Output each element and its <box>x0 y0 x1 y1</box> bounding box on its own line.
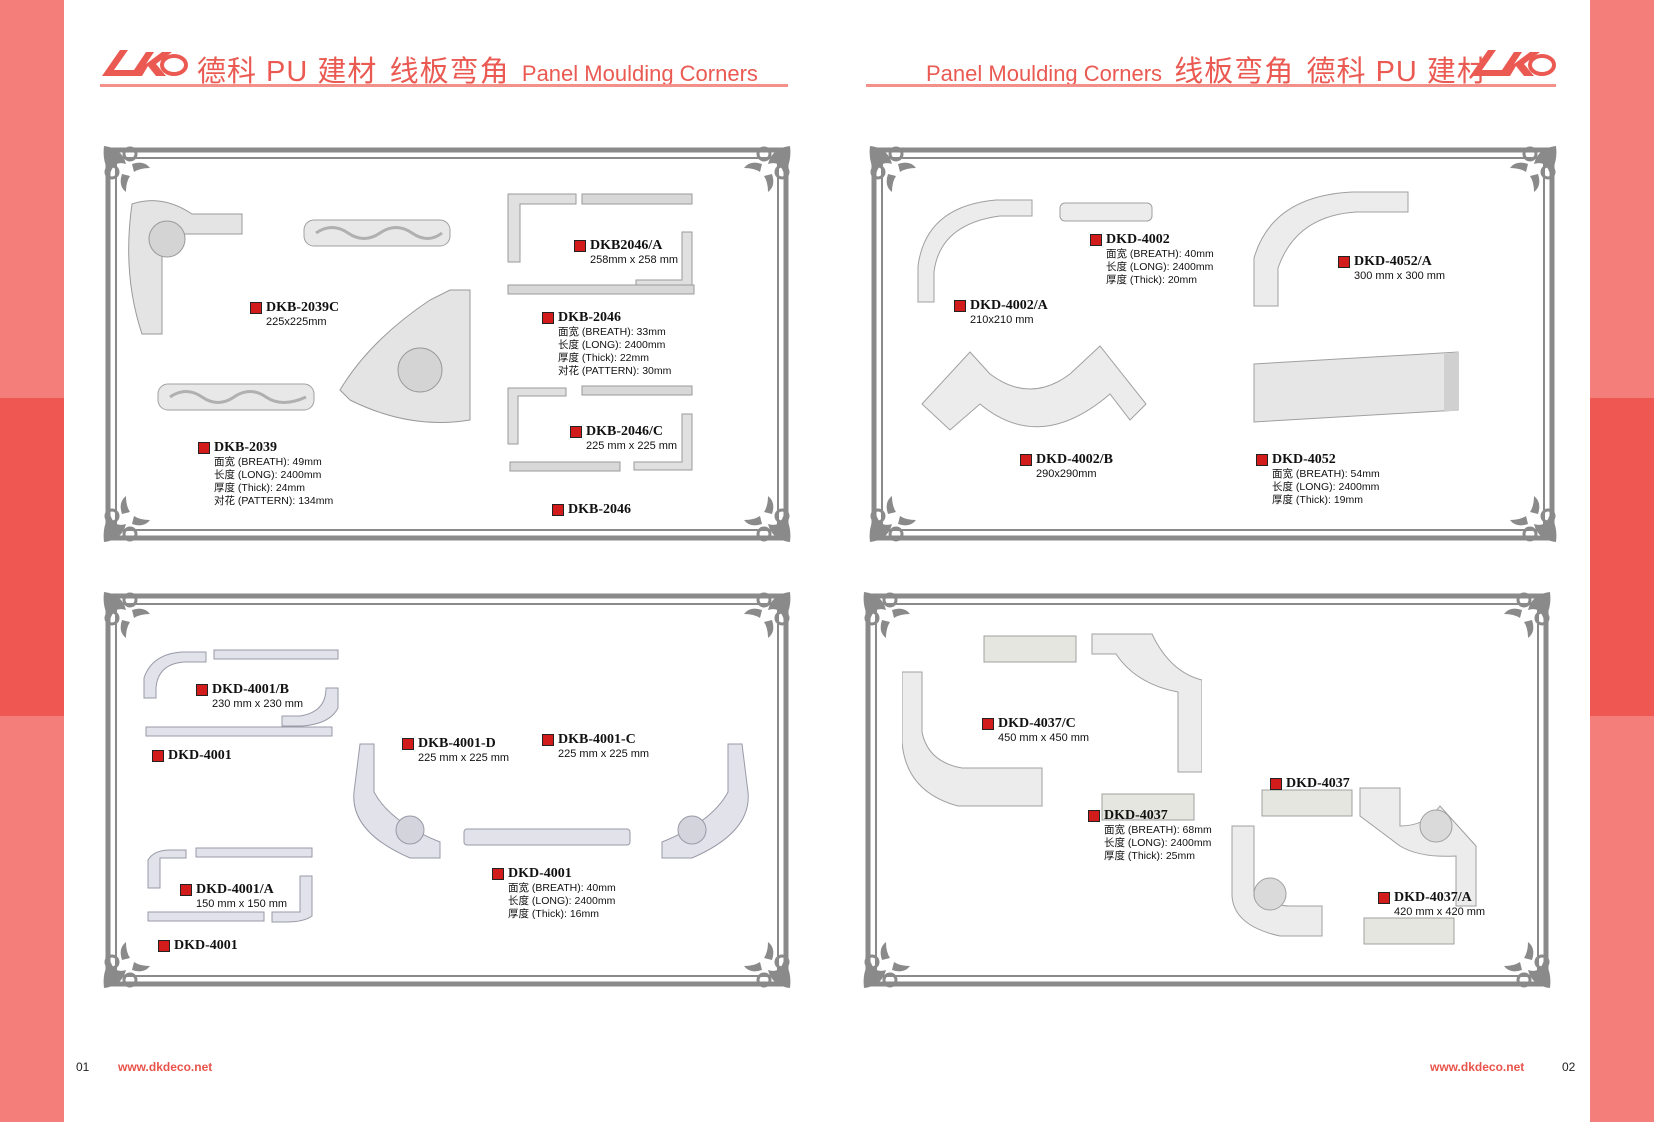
dkd-4002-moulding-image <box>1059 202 1153 222</box>
website-link-right[interactable]: www.dkdeco.net <box>1430 1060 1525 1074</box>
brand-name-cn: 德科 PU 建材 <box>197 56 378 88</box>
label-dkd-4052a: DKD-4052/A 300 mm x 300 mm <box>1338 254 1445 283</box>
label-dkd-4002a: DKD-4002/A 210x210 mm <box>954 298 1048 327</box>
panel-dkd-4002-4052: DKD-4002 面宽 (BREATH): 40mm 长度 (LONG): 24… <box>868 144 1558 544</box>
ornamental-frame <box>102 590 792 990</box>
label-dkd-4002b: DKD-4002/B 290x290mm <box>1020 452 1113 481</box>
dkb-2046c-corner-image <box>507 385 693 472</box>
marker-icon <box>542 734 554 746</box>
panel-dkd-4001: DKD-4001/B 230 mm x 230 mm DKD-4001 DKB-… <box>102 590 792 990</box>
label-dkd-4037: DKD-4037 面宽 (BREATH): 68mm 长度 (LONG): 24… <box>1088 808 1212 863</box>
label-dkd-4001a: DKD-4001/A 150 mm x 150 mm <box>180 882 287 911</box>
dkb-4001c-corner-image <box>661 743 749 859</box>
dkb-2039-moulding-image <box>303 219 451 247</box>
marker-icon <box>492 868 504 880</box>
marker-icon <box>1020 454 1032 466</box>
panel-dkd-4037: DKD-4037/C 450 mm x 450 mm DKD-4037 DKD-… <box>862 590 1552 990</box>
ornamental-frame <box>102 144 792 544</box>
page-number-left: 01 <box>76 1060 90 1074</box>
dkd-4002b-corner-image <box>921 345 1147 431</box>
marker-icon <box>1088 810 1100 822</box>
dkd-4002a-corner-image <box>917 199 1033 303</box>
label-dkd-4037c: DKD-4037/C 450 mm x 450 mm <box>982 716 1089 745</box>
marker-icon <box>570 426 582 438</box>
label-dkb2046a: DKB2046/A 258mm x 258 mm <box>574 238 678 267</box>
dkb-2046a-corner-image <box>507 193 693 291</box>
marker-icon <box>552 504 564 516</box>
dkd-4001-moulding-image-2 <box>463 828 631 846</box>
label-dkd-4001-top: DKD-4001 <box>152 748 232 764</box>
label-dkb-2039c: DKB-2039C 225x225mm <box>250 300 339 329</box>
marker-icon <box>1338 256 1350 268</box>
label-dkb-2046c: DKB-2046/C 225 mm x 225 mm <box>570 424 677 453</box>
marker-icon <box>1090 234 1102 246</box>
dkb-2039c-corner-image <box>128 200 243 335</box>
marker-icon <box>1378 892 1390 904</box>
title-en: Panel Moulding Corners <box>521 61 758 86</box>
label-dkd-4001-bottom: DKD-4001 <box>158 938 238 954</box>
title-en: Panel Moulding Corners <box>926 61 1163 86</box>
website-link-left[interactable]: www.dkdeco.net <box>118 1060 213 1074</box>
dkd-logo-icon <box>102 50 188 76</box>
left-side-bar <box>0 0 64 1122</box>
label-dkb-4001-c: DKB-4001-C 225 mm x 225 mm <box>542 732 649 761</box>
label-dkd-4037-top: DKD-4037 <box>1270 776 1350 792</box>
label-dkd-4001b: DKD-4001/B 230 mm x 230 mm <box>196 682 303 711</box>
ornamental-frame <box>868 144 1558 544</box>
dkd-4037c-corner-image <box>902 633 1202 821</box>
dkd-4052a-corner-image <box>1253 191 1409 307</box>
marker-icon <box>196 684 208 696</box>
header-left-rule <box>100 84 788 87</box>
dkd-4037a-corner-image <box>1231 787 1477 945</box>
marker-icon <box>402 738 414 750</box>
label-dkd-4052: DKD-4052 面宽 (BREATH): 54mm 长度 (LONG): 24… <box>1256 452 1380 507</box>
dkd-4001-moulding-image <box>145 726 333 737</box>
marker-icon <box>574 240 586 252</box>
marker-icon <box>1270 778 1282 790</box>
marker-icon <box>180 884 192 896</box>
dkb-2039-moulding-image-2 <box>157 383 315 411</box>
ornamental-frame <box>862 590 1552 990</box>
header-right-rule <box>866 84 1556 87</box>
dkb-2039c-corner-image-2 <box>339 289 471 423</box>
label-dkb-2039: DKB-2039 面宽 (BREATH): 49mm 长度 (LONG): 24… <box>198 440 333 508</box>
title-cn: 线板弯角 <box>389 56 510 88</box>
marker-icon <box>954 300 966 312</box>
dkd-4001a-corner-image <box>147 847 313 923</box>
panel-dkb-2039-2046: DKB-2039C 225x225mm DKB-2039 面宽 (BREATH)… <box>102 144 792 544</box>
dkb-4001d-corner-image <box>353 743 441 859</box>
dkb-2046-moulding-image <box>507 284 695 295</box>
label-dkd-4001-mid: DKD-4001 面宽 (BREATH): 40mm 长度 (LONG): 24… <box>492 866 616 921</box>
label-dkd-4037a: DKD-4037/A 420 mm x 420 mm <box>1378 890 1485 919</box>
brand-name-cn: 德科 PU 建材 <box>1306 56 1487 88</box>
header-left-title: 德科 PU 建材 线板弯角 Panel Moulding Corners <box>197 48 758 90</box>
label-dkb-2046: DKB-2046 面宽 (BREATH): 33mm 长度 (LONG): 24… <box>542 310 671 378</box>
label-dkb-2046-bottom: DKB-2046 <box>552 502 631 518</box>
label-dkd-4002: DKD-4002 面宽 (BREATH): 40mm 长度 (LONG): 24… <box>1090 232 1214 287</box>
right-side-bar <box>1590 0 1654 1122</box>
header-right-title: Panel Moulding Corners 线板弯角 德科 PU 建材 <box>926 48 1487 90</box>
marker-icon <box>982 718 994 730</box>
label-dkb-4001-d: DKB-4001-D 225 mm x 225 mm <box>402 736 509 765</box>
page-number-right: 02 <box>1562 1060 1576 1074</box>
marker-icon <box>198 442 210 454</box>
marker-icon <box>542 312 554 324</box>
marker-icon <box>158 940 170 952</box>
title-cn: 线板弯角 <box>1174 56 1295 88</box>
marker-icon <box>250 302 262 314</box>
dkd-logo-icon <box>1470 50 1556 76</box>
marker-icon <box>152 750 164 762</box>
marker-icon <box>1256 454 1268 466</box>
dkd-4052-moulding-image <box>1253 351 1459 423</box>
dkd-4001b-corner-image <box>143 649 339 727</box>
